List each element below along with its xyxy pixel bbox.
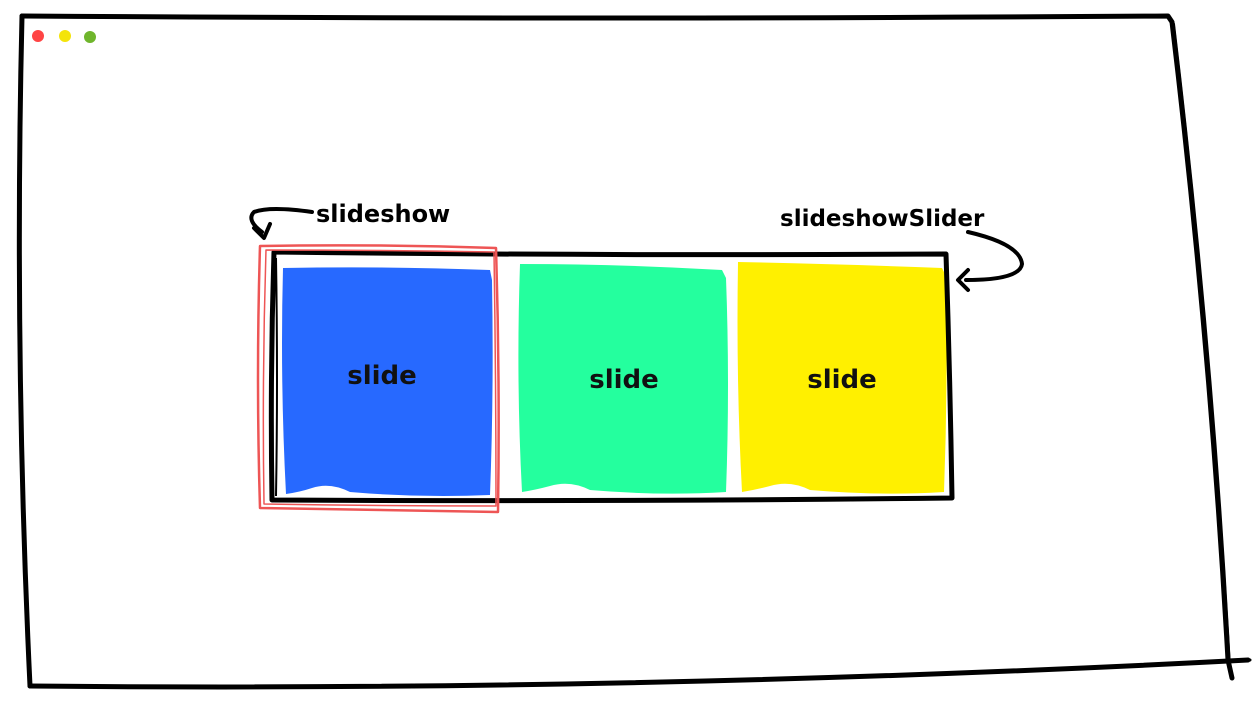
slideshow-label: slideshow (316, 200, 450, 228)
slide-label: slide (347, 361, 417, 391)
slideshow-annotation: slideshow (249, 200, 450, 240)
slide-blob (282, 267, 493, 496)
slide-label: slide (807, 365, 877, 395)
slide-blob (737, 262, 947, 494)
maximize-dot-icon[interactable] (84, 31, 96, 43)
arrow-head-icon (956, 268, 970, 292)
browser-window-frame (16, 13, 1252, 690)
slides-group: slide slide slide (282, 262, 947, 496)
arrow-head-icon (252, 222, 272, 240)
close-dot-icon[interactable] (32, 30, 44, 42)
window-controls (32, 30, 96, 43)
slideshow-highlight-frame (256, 244, 500, 514)
slideshow-slider-frame (268, 249, 955, 504)
minimize-dot-icon[interactable] (59, 30, 71, 42)
slide-label: slide (589, 365, 659, 395)
slideshow-slider-annotation: slideshowSlider (780, 206, 1025, 292)
slide-blob (518, 264, 728, 494)
slideshow-slider-label: slideshowSlider (780, 206, 985, 232)
